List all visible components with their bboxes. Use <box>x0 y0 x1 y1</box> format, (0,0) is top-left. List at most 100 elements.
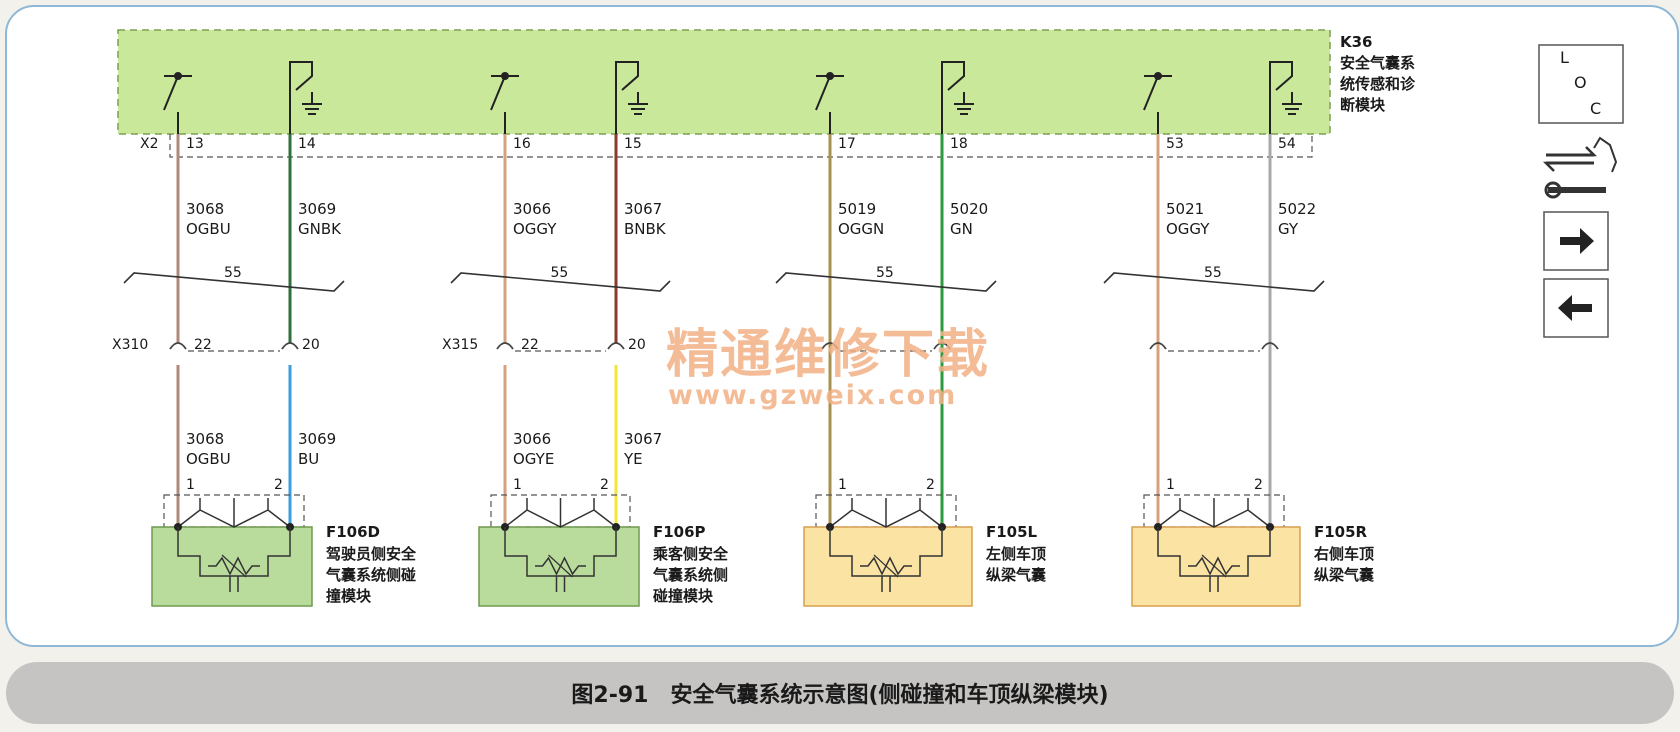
watermark-url: www.gzweix.com <box>668 380 957 411</box>
end-pin-label: 1 <box>186 477 195 493</box>
device-link-lines <box>504 498 617 528</box>
circuit-number: 3068 <box>186 200 224 218</box>
airbag-device-box <box>478 526 640 607</box>
squib-leads <box>229 576 239 592</box>
circuit-number: 3069 <box>298 430 336 448</box>
connector-terminal <box>281 342 299 350</box>
circuit-number: 3068 <box>186 430 224 448</box>
circuit-number: 3067 <box>624 200 662 218</box>
x2-connector-outline <box>169 134 1313 158</box>
switch-symbol <box>490 75 519 134</box>
ground-icon <box>628 92 648 115</box>
device-id: F105R <box>1314 523 1368 541</box>
ground-lead <box>615 61 639 134</box>
end-pin-label: 2 <box>1254 477 1263 493</box>
end-pin-label: 1 <box>513 477 522 493</box>
airbag-device-box <box>1131 526 1301 607</box>
legend-panel: L O C <box>1538 44 1624 338</box>
connector-x315-label: X315 <box>442 337 478 353</box>
variable-arrow <box>548 554 573 578</box>
circuit-number: 3069 <box>298 200 336 218</box>
circuit-number: 3067 <box>624 430 662 448</box>
wire-color-code: OGBU <box>186 220 231 238</box>
wire-color-code: GNBK <box>298 220 342 238</box>
end-pin-label: 1 <box>838 477 847 493</box>
variable-arrow <box>1201 554 1227 578</box>
switch-symbol <box>163 75 192 134</box>
top-pin-label: 15 <box>624 136 642 152</box>
airbag-device-box <box>803 526 973 607</box>
splice-label: 55 <box>876 265 894 281</box>
connector-x310-label: X310 <box>112 337 148 353</box>
caption-bar <box>6 662 1674 724</box>
squib-leads <box>881 576 891 592</box>
module-name-line-2: 统传感和诊 <box>1340 75 1416 93</box>
ground-lead <box>941 61 965 134</box>
circuit-number: 5019 <box>838 200 876 218</box>
mid-pin-label: 22 <box>521 337 539 353</box>
wire-color-code: OGGY <box>513 220 557 238</box>
diagram-frame <box>5 5 1679 647</box>
wire-color-code: GY <box>1278 220 1299 238</box>
device-name-line: 气囊系统侧 <box>652 566 728 584</box>
top-pin-label: 17 <box>838 136 856 152</box>
splice-label: 55 <box>551 265 569 281</box>
connector-x2-label: X2 <box>140 136 159 152</box>
wrench-harness-icon <box>1542 136 1618 199</box>
watermark-title: 精通维修下载 <box>666 325 990 385</box>
connector-terminal <box>821 342 839 350</box>
k36-module-box <box>117 29 1331 135</box>
variable-arrow <box>221 554 247 578</box>
circuit-number: 5022 <box>1278 200 1316 218</box>
ground-icon <box>302 92 322 115</box>
module-name-line-1: 安全气囊系 <box>1340 54 1415 72</box>
ground-lead <box>289 61 313 134</box>
end-pin-label: 2 <box>926 477 935 493</box>
connector-terminal <box>933 342 951 350</box>
end-pin-label: 2 <box>274 477 283 493</box>
wire-color-code: BU <box>298 450 319 468</box>
wire-color-code: GN <box>950 220 973 238</box>
circuit-number: 5021 <box>1166 200 1204 218</box>
splice-break-line <box>1103 272 1325 292</box>
end-pin-label: 2 <box>600 477 609 493</box>
squib-loop <box>504 527 617 577</box>
splice-break-line <box>450 272 671 292</box>
top-pin-label: 18 <box>950 136 968 152</box>
switch-symbol <box>815 75 844 134</box>
variable-arrow <box>873 554 899 578</box>
connector-terminal <box>1261 342 1279 350</box>
top-pin-label: 53 <box>1166 136 1184 152</box>
splice-label: 55 <box>224 265 242 281</box>
wire-color-code: OGGY <box>1166 220 1210 238</box>
device-id: F105L <box>986 523 1038 541</box>
squib-loop <box>1157 527 1271 577</box>
wire-color-code: YE <box>623 450 643 468</box>
mid-pin-label: 20 <box>628 337 646 353</box>
squib-loop <box>829 527 943 577</box>
squib-leads <box>555 576 566 592</box>
ground-lead <box>1269 61 1293 134</box>
connector-terminal <box>496 342 514 350</box>
splice-label: 55 <box>1204 265 1222 281</box>
wire-color-code: OGBU <box>186 450 231 468</box>
squib-loop <box>177 527 291 577</box>
mid-pin-label: 22 <box>194 337 212 353</box>
device-name-line: 右侧车顶 <box>1314 545 1374 563</box>
splice-break-line <box>775 272 997 292</box>
right-arrow-icon <box>1560 228 1594 254</box>
right-arrow-button[interactable] <box>1543 211 1609 271</box>
device-link-lines <box>829 498 943 528</box>
squib-leads <box>1209 576 1219 592</box>
top-pin-label: 14 <box>298 136 316 152</box>
loc-letter-c: C <box>1590 99 1601 118</box>
connector-terminal <box>169 342 187 350</box>
circuit-number: 5020 <box>950 200 988 218</box>
loc-letter-o: O <box>1574 73 1587 92</box>
loc-box <box>1538 44 1624 124</box>
top-pin-label: 54 <box>1278 136 1296 152</box>
device-id: F106P <box>653 523 706 541</box>
splice-break-line <box>123 272 345 292</box>
